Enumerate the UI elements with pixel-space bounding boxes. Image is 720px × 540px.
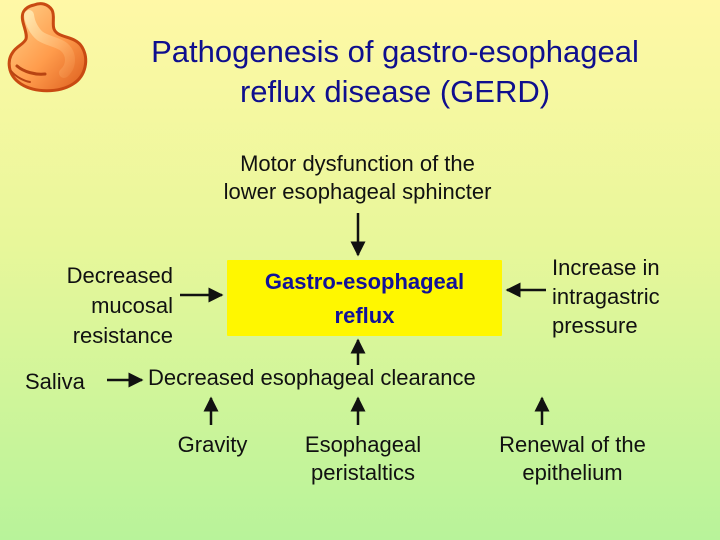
decreased-esophageal-clearance-label: Decreased esophageal clearance xyxy=(148,365,476,390)
decreased-mucosal-resistance-label: Decreased mucosal resistance xyxy=(66,263,173,348)
gravity-label: Gravity xyxy=(177,432,248,457)
title-line-2: reflux disease (GERD) xyxy=(239,74,551,109)
stomach-icon xyxy=(7,2,88,93)
slide-title: Pathogenesis of gastro-esophageal reflux… xyxy=(90,32,700,112)
esophageal-peristaltics-label: Esophageal peristaltics xyxy=(304,432,422,485)
increase-intragastric-pressure-label: Increase in intragastric pressure xyxy=(552,255,660,338)
gastro-esophageal-reflux-box: Gastro-esophageal reflux xyxy=(227,260,502,336)
saliva-label: Saliva xyxy=(25,369,85,394)
title-line-1: Pathogenesis of gastro-esophageal xyxy=(151,34,639,69)
motor-dysfunction-label: Motor dysfunction of the lower esophagea… xyxy=(223,151,492,204)
gastro-esophageal-reflux-label: Gastro-esophageal reflux xyxy=(264,269,465,328)
renewal-of-epithelium-label: Renewal of the epithelium xyxy=(499,432,646,485)
